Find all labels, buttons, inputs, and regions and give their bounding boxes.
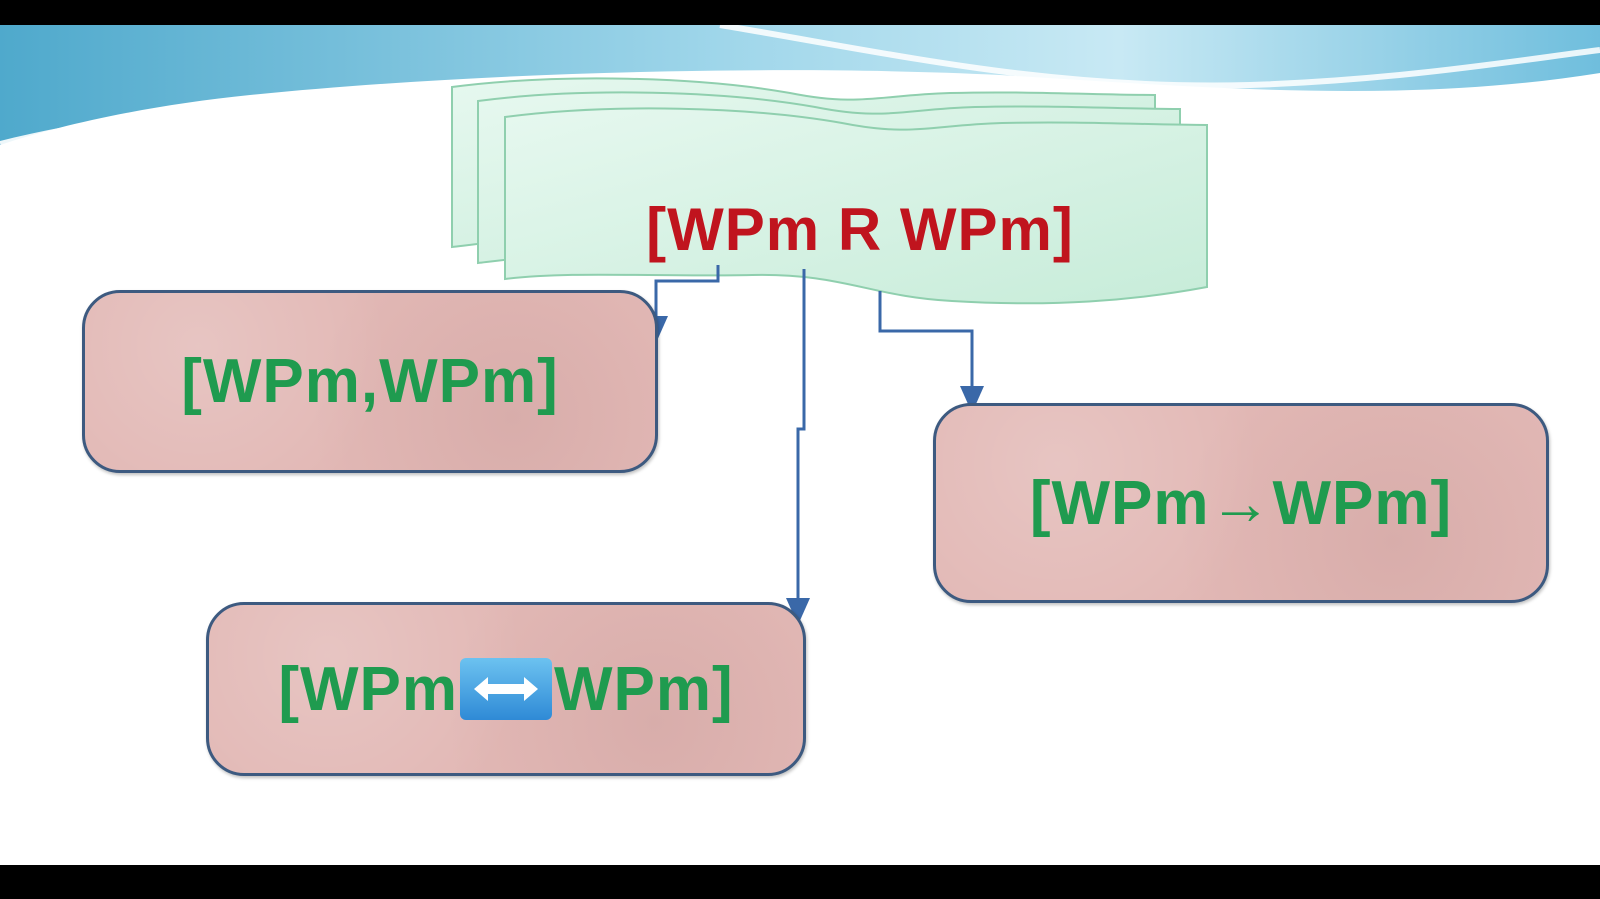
implication-box-label: [WPm→WPm] [1029,468,1453,538]
biconditional-box-label: [WPm WPm] [278,654,733,725]
biconditional-left-label: [WPm [278,654,458,724]
diagram-graphics [451,77,1208,625]
wave-band [0,25,1600,145]
biconditional-right-label: WPm] [554,654,734,724]
root-label: [WPm R WPm] [646,196,1074,263]
bottom-letterbox [0,865,1600,899]
comma-box: [WPm,WPm] [82,290,658,473]
implication-box: [WPm→WPm] [933,403,1549,603]
slide: [WPm R WPm] [WPm,WPm] [WPm→WPm] [WPm WPm] [0,25,1600,865]
header-wave [0,25,1600,145]
left-right-arrow-icon [460,657,552,720]
banner-shape [504,107,1208,305]
top-letterbox [0,0,1600,25]
biconditional-box: [WPm WPm] [206,602,806,776]
connector-to-implication-box [878,291,984,413]
wave-edge [0,78,1600,145]
comma-box-label: [WPm,WPm] [181,347,559,416]
connector-to-comma-box [644,265,720,343]
wave-highlight [719,25,1600,89]
connector-to-biconditional-box [786,269,810,625]
